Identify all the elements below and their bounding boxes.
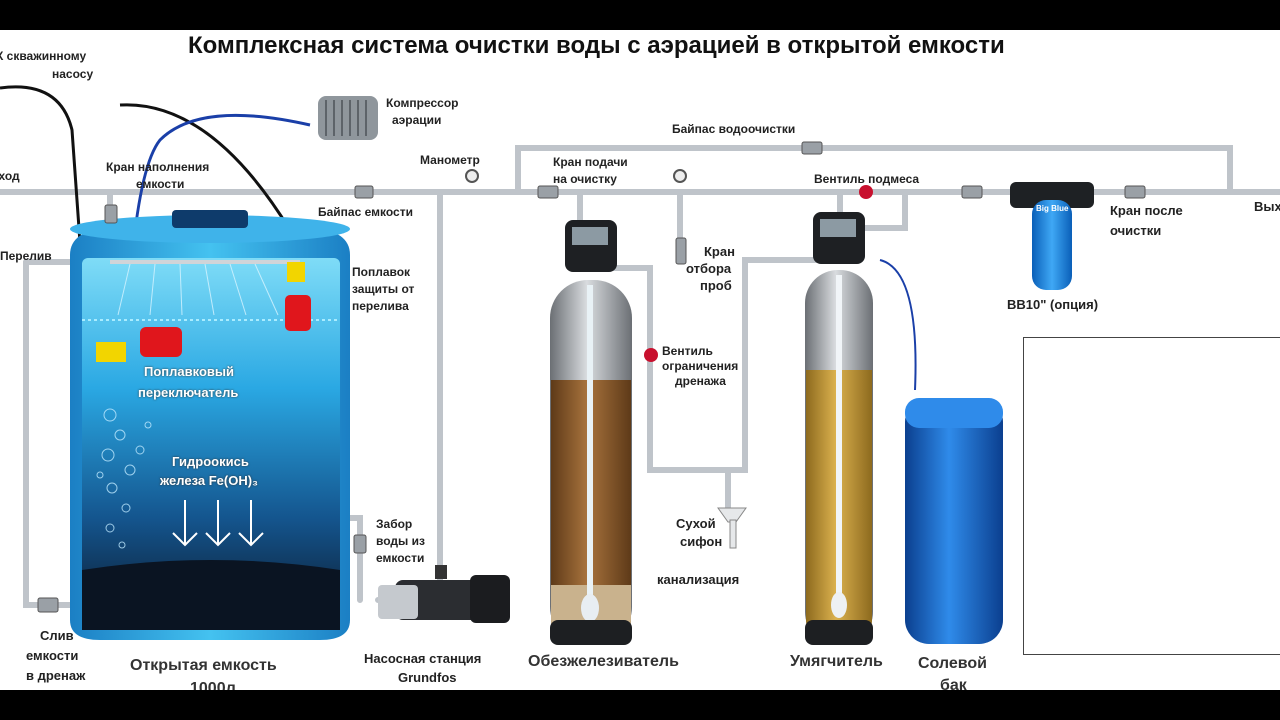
label-hydroxide-2: железа Fe(OH)₃ — [160, 473, 259, 488]
mix-valve-handle — [859, 185, 873, 199]
label-hydroxide-1: Гидроокись — [172, 454, 249, 469]
page-title: Комплексная система очистки воды с аэрац… — [188, 32, 1005, 59]
label-sample-valve-1: Кран — [704, 244, 735, 259]
label-tank-drain-2: емкости — [26, 648, 79, 663]
label-float-guard-1: Поплавок — [352, 265, 411, 279]
label-treatment-bypass: Байпас водоочистки — [672, 122, 796, 136]
label-drain-limit-3: дренажа — [675, 374, 726, 388]
label-tank-drain-1: Слив — [40, 628, 74, 643]
label-fill-valve-2: емкости — [136, 177, 185, 191]
label-drain-limit-2: ограничения — [662, 359, 739, 373]
float-cable — [119, 103, 292, 231]
label-overflow: Перелив — [0, 249, 52, 263]
label-after-valve-2: очистки — [1110, 223, 1162, 238]
label-supply-valve-1: Кран подачи — [553, 155, 628, 169]
manometer-1 — [465, 169, 479, 183]
label-compressor-1: Компрессор — [386, 96, 459, 110]
compressor — [318, 96, 378, 140]
label-sewer: канализация — [657, 572, 740, 587]
inset-panel — [1023, 337, 1280, 655]
label-pump-feed-1: К скважинному — [0, 49, 87, 63]
diagram-canvas: Комплексная система очистки воды с аэрац… — [0, 30, 1280, 690]
label-intake-3: емкости — [376, 551, 425, 565]
label-float-guard-3: перелива — [352, 299, 409, 313]
label-softener: Умягчитель — [790, 653, 883, 670]
float-switch — [96, 327, 182, 362]
brine-tank — [905, 398, 1003, 644]
label-sample-valve-3: проб — [700, 278, 732, 293]
label-intake-2: воды из — [376, 534, 425, 548]
label-deferrizer: Обезжелезиватель — [528, 653, 679, 670]
label-manometer: Манометр — [420, 153, 480, 167]
drain-limit-valve-handle — [644, 348, 658, 362]
well-pump-cable — [0, 85, 90, 356]
valves — [37, 141, 1146, 613]
label-bb10: BB10" (опция) — [1007, 297, 1099, 312]
label-pump-feed-2: насосу — [52, 67, 94, 81]
label-tank-bypass: Байпас емкости — [318, 205, 413, 219]
open-tank — [70, 210, 350, 640]
overflow-float — [285, 262, 311, 331]
manometer-2 — [673, 169, 687, 183]
label-fill-valve-1: Кран наполнения — [106, 160, 210, 174]
label-pump-station-1: Насосная станция — [364, 651, 482, 666]
label-open-tank: Открытая емкость — [130, 657, 277, 674]
label-inlet: Вход — [0, 169, 20, 183]
label-mix-valve: Вентиль подмеса — [814, 172, 920, 186]
softener-vessel — [805, 212, 873, 645]
bb10-filter — [1010, 182, 1094, 290]
label-supply-valve-2: на очистку — [553, 172, 617, 186]
label-dry-siphon-2: сифон — [680, 534, 723, 549]
label-tank-drain-3: в дренаж — [26, 668, 86, 683]
brine-line — [879, 259, 917, 391]
dry-siphon — [717, 507, 747, 549]
label-after-valve-1: Кран после — [1110, 203, 1183, 218]
label-intake-1: Забор — [376, 517, 413, 531]
label-pump-station-2: Grundfos — [398, 670, 457, 685]
label-compressor-2: аэрации — [392, 113, 442, 127]
label-filter-brand: Big Blue — [1036, 204, 1069, 213]
label-brine-1: Солевой — [918, 655, 988, 672]
label-float-switch-2: переключатель — [138, 385, 239, 400]
label-open-tank-volume: 1000л — [190, 680, 236, 690]
label-sample-valve-2: отбора — [686, 261, 732, 276]
label-dry-siphon-1: Сухой — [676, 516, 716, 531]
label-float-guard-2: защиты от — [352, 282, 415, 296]
deferrizer-vessel — [550, 220, 632, 645]
label-float-switch-1: Поплавковый — [144, 364, 234, 379]
label-brine-2: бак — [940, 677, 967, 690]
diagram-graphics — [0, 85, 1280, 645]
label-outlet: Выход — [1254, 199, 1280, 214]
pump-station — [378, 565, 510, 623]
label-drain-limit-1: Вентиль — [662, 344, 713, 358]
